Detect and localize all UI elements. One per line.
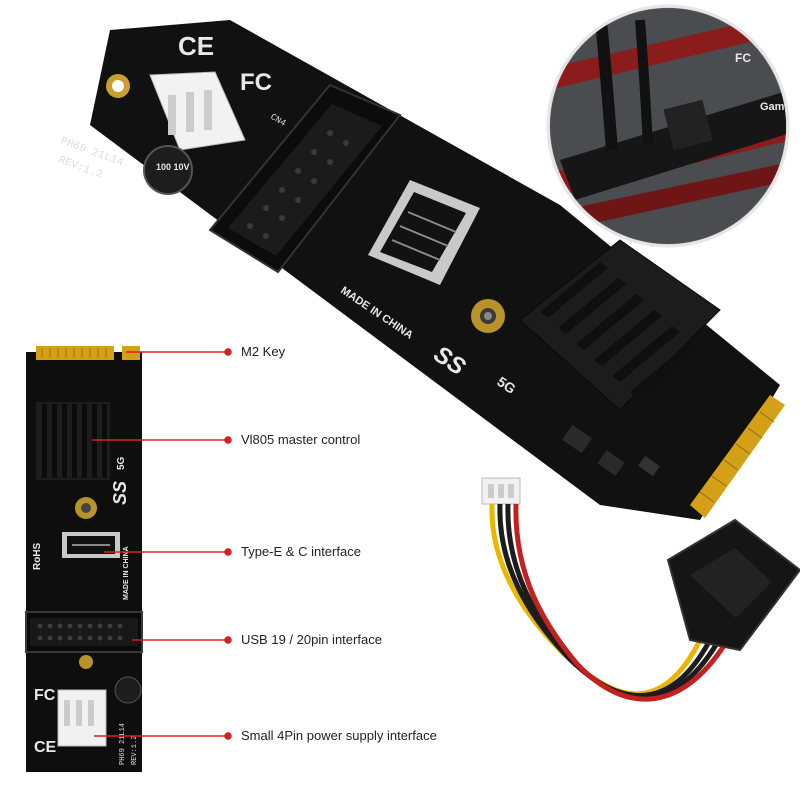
vertical-revision-text: REV:1.2 — [131, 736, 139, 765]
inset-fc-text: FC — [735, 51, 751, 65]
wire-red — [513, 503, 733, 702]
vertical-ss-logo: SS — [110, 481, 130, 505]
sata-power-cable — [481, 477, 800, 702]
main-capacitor: 100 10V — [143, 145, 193, 195]
vertical-made-in-text: MADE IN CHINA — [123, 546, 130, 600]
inset-gaming-text: Gaming — [760, 101, 800, 113]
main-power-connector — [149, 71, 246, 151]
callout-label-power-4pin: Small 4Pin power supply interface — [241, 728, 437, 743]
vertical-ce-mark: CE — [34, 739, 57, 756]
vertical-gold-contacts — [36, 346, 114, 360]
callout-label-m2-key: M2 Key — [241, 344, 286, 359]
main-ce-mark: CE — [178, 31, 214, 61]
main-type-e-port — [368, 180, 480, 285]
inset-photo: FC Gaming — [546, 4, 800, 248]
callout-lines — [92, 348, 232, 740]
main-gold-contacts — [690, 395, 785, 518]
vertical-rohs-text: RoHS — [32, 542, 43, 570]
callout-label-usb-19-20: USB 19 / 20pin interface — [241, 632, 382, 647]
callout-label-type-e-c: Type-E & C interface — [241, 544, 361, 559]
vertical-key-notch-gold — [122, 346, 140, 360]
main-heatsink — [519, 239, 721, 411]
inset-heatsink — [663, 99, 713, 151]
main-fc-mark: FC — [240, 69, 272, 96]
vertical-model-text: PH69 21L14 — [119, 723, 127, 765]
inset-cable-2 — [635, 19, 653, 146]
main-usb-header — [208, 83, 402, 274]
vertical-power-connector — [57, 689, 107, 747]
vertical-capacitor — [114, 676, 142, 704]
vertical-fc-mark: FC — [34, 687, 56, 704]
vertical-type-e-port — [62, 532, 120, 558]
vertical-5g-text: 5G — [116, 456, 127, 470]
callout-label-vl805: Vl805 master control — [241, 432, 361, 447]
vertical-board: SS 5G RoHS MADE IN CHINA FC CE — [25, 346, 143, 772]
main-capacitor-text: 100 10V — [156, 162, 190, 172]
vertical-standoff-2 — [79, 655, 93, 669]
